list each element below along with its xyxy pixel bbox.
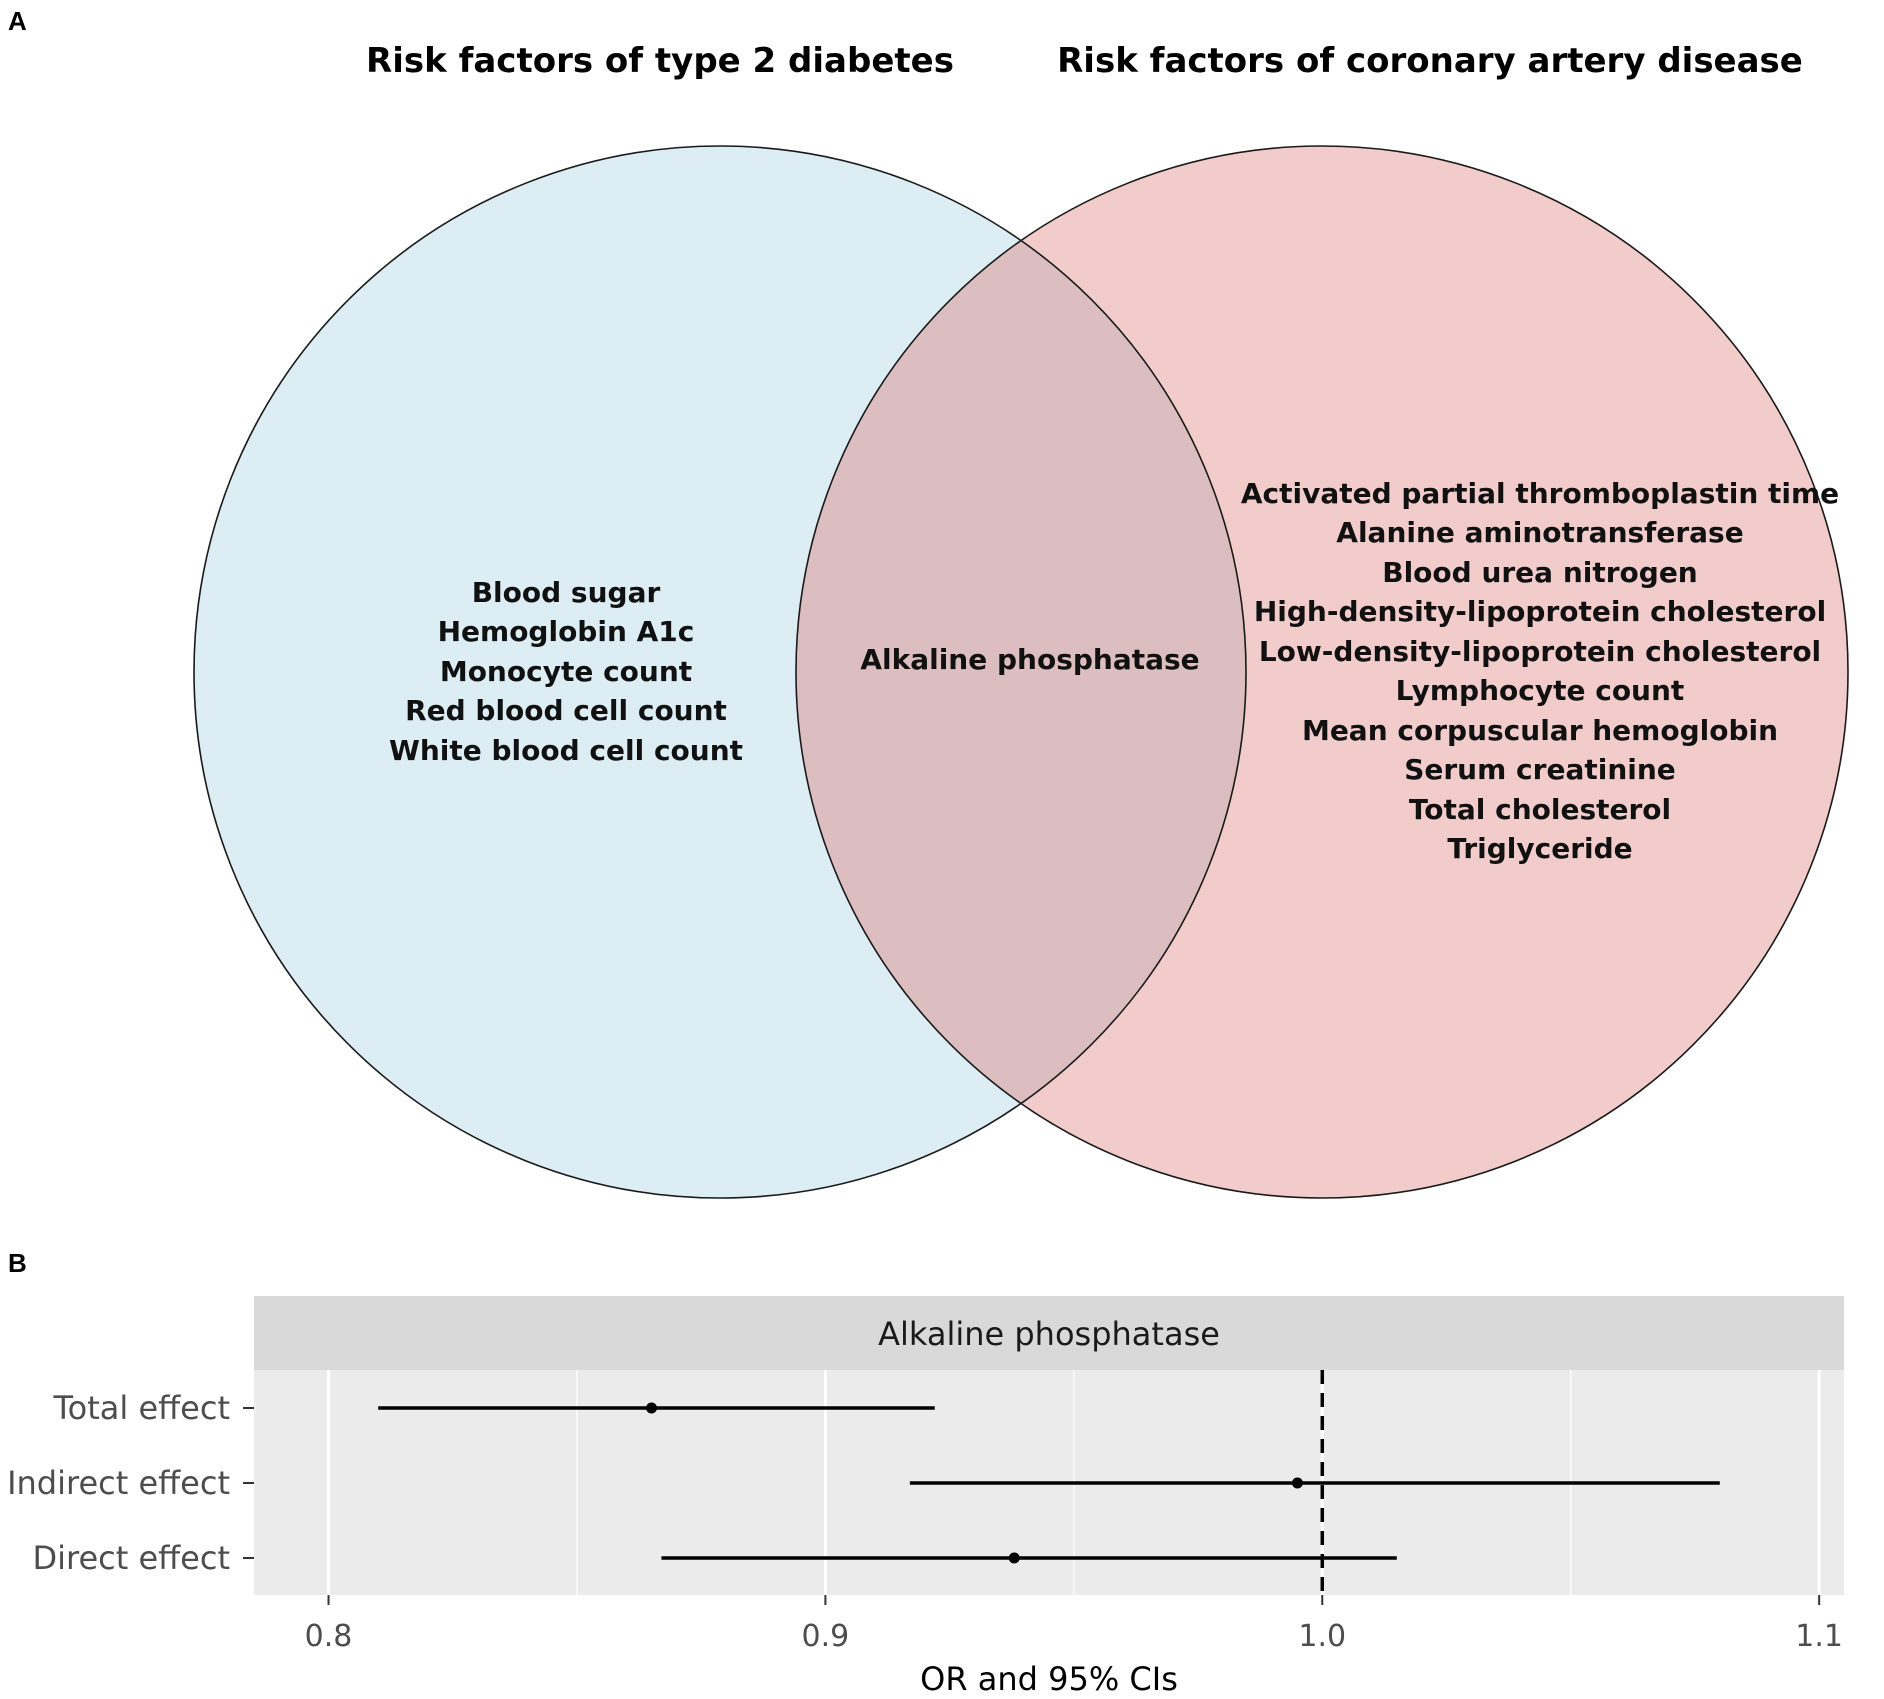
x-tick-label: 0.8 — [305, 1619, 353, 1654]
x-tick-label: 0.9 — [802, 1619, 850, 1654]
venn-intersection-item: Alkaline phosphatase — [860, 643, 1199, 676]
venn-left-item: Blood sugar — [472, 576, 661, 609]
x-axis-title: OR and 95% CIs — [920, 1660, 1178, 1698]
venn-left-items: Blood sugar Hemoglobin A1c Monocyte coun… — [389, 576, 743, 767]
facet-strip — [254, 1296, 1844, 1370]
venn-right-item: Blood urea nitrogen — [1382, 556, 1698, 589]
y-tick-label: Indirect effect — [7, 1464, 230, 1502]
venn-right-item: Mean corpuscular hemoglobin — [1302, 714, 1778, 747]
venn-left-title: Risk factors of type 2 diabetes — [366, 41, 954, 81]
venn-right-item: Triglyceride — [1447, 832, 1632, 865]
point-estimate — [646, 1402, 657, 1414]
venn-right-item: Total cholesterol — [1409, 793, 1671, 826]
venn-left-item: White blood cell count — [389, 734, 743, 767]
venn-right-item: High-density-lipoprotein cholesterol — [1254, 595, 1826, 628]
x-axis: 0.8 0.9 1.0 1.1 — [305, 1595, 1843, 1654]
y-tick-label: Direct effect — [32, 1539, 230, 1577]
venn-left-item: Hemoglobin A1c — [438, 615, 695, 648]
forest-marks — [378, 1402, 1720, 1564]
point-estimate — [1008, 1552, 1020, 1564]
venn-right-title: Risk factors of coronary artery disease — [1057, 41, 1803, 81]
panel-a-label: A — [8, 6, 27, 36]
venn-left-outline — [193, 145, 1247, 1199]
y-tick-label: Total effect — [53, 1389, 230, 1427]
panel-b-label: B — [8, 1248, 27, 1278]
venn-right-items: Activated partial thromboplastin time Al… — [1241, 477, 1839, 865]
venn-intersection-region — [796, 146, 1246, 1198]
venn-right-item: Alanine aminotransferase — [1336, 516, 1743, 549]
venn-intersection-items: Alkaline phosphatase — [860, 643, 1199, 676]
venn-right-item: Low-density-lipoprotein cholesterol — [1259, 635, 1821, 668]
venn-left-item: Monocyte count — [440, 655, 692, 688]
panel-b: B Alkaline phosphatase Total effectIndir… — [7, 1248, 1844, 1698]
venn-right-item: Activated partial thromboplastin time — [1241, 477, 1839, 510]
x-tick-label: 1.1 — [1795, 1619, 1843, 1654]
venn-right-item: Serum creatinine — [1404, 753, 1676, 786]
point-estimate — [1291, 1477, 1303, 1489]
venn-right-outline — [795, 145, 1849, 1199]
venn-left-item: Red blood cell count — [405, 694, 727, 727]
facet-strip-title: Alkaline phosphatase — [878, 1315, 1220, 1353]
venn-right-item: Lymphocyte count — [1396, 674, 1685, 707]
panel-a: A Risk factors of type 2 diabetes Risk f… — [8, 6, 1849, 1199]
x-tick-label: 1.0 — [1298, 1619, 1346, 1654]
